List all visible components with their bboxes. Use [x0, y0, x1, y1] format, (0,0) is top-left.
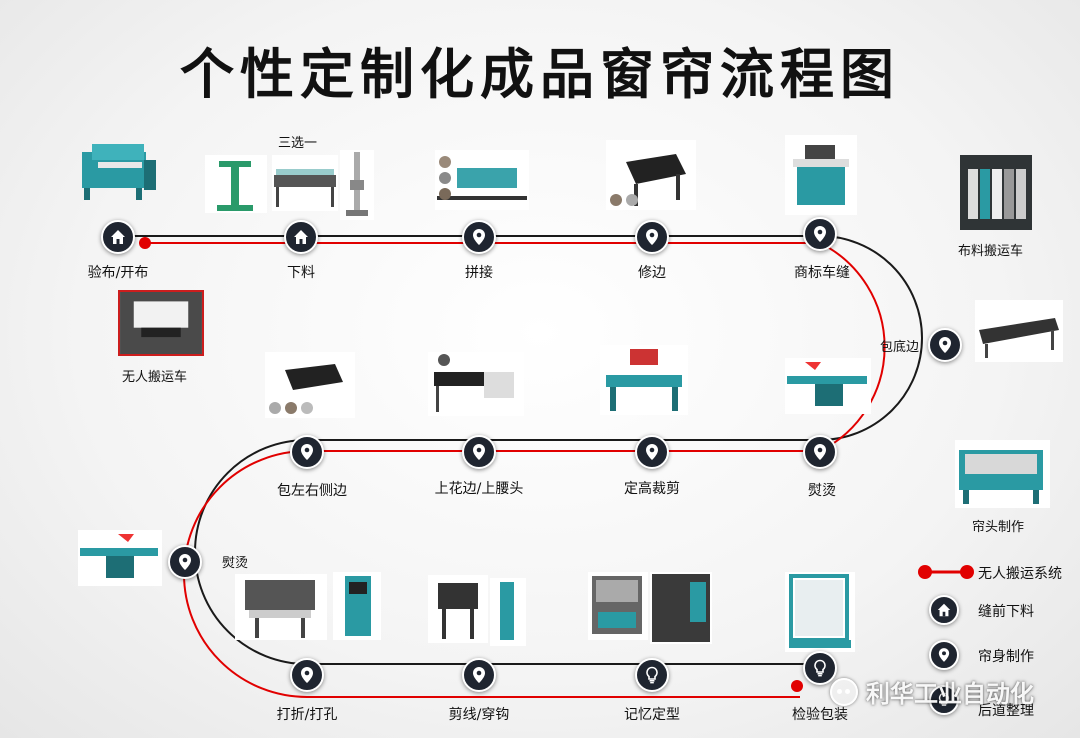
- lace-waist-machine-image: [428, 352, 524, 416]
- hook-machine-image: [490, 578, 526, 646]
- light-bulb-icon: [646, 666, 658, 684]
- punching-machine-image: [333, 572, 381, 640]
- node-inspection-packing[interactable]: [803, 651, 837, 685]
- step-label-hem-bottom: 包底边: [880, 340, 920, 355]
- agv-end-dot: [791, 680, 803, 692]
- node-memory-shaping[interactable]: [635, 658, 669, 692]
- inspection-packing-image: [785, 572, 855, 652]
- agv-label: 无人搬运车: [122, 370, 188, 385]
- light-bulb-icon: [814, 659, 826, 677]
- location-pin-icon: [814, 444, 826, 460]
- node-label-sewing[interactable]: [803, 217, 837, 251]
- splicing-machine-image: [435, 150, 529, 210]
- cloth-cart-image: [960, 155, 1032, 230]
- height-cutting-machine-image: [600, 345, 688, 415]
- legend-pre-sewing-label: 缝前下料: [978, 604, 1034, 620]
- watermark-text: 利华工业自动化: [866, 680, 1034, 708]
- home-icon: [111, 230, 125, 244]
- node-thread-trim[interactable]: [462, 658, 496, 692]
- location-pin-icon: [646, 444, 658, 460]
- curtain-head-label: 帘头制作: [972, 520, 1025, 535]
- ironing-table-right-image: [785, 358, 871, 414]
- agv-image: [118, 290, 204, 356]
- step-label-side-hem: 包左右侧边: [277, 483, 347, 499]
- location-pin-icon: [473, 229, 485, 245]
- step-label-inspection: 验布/开布: [87, 265, 149, 281]
- memory-shaping-machine-b-image: [650, 572, 712, 644]
- wechat-icon: [830, 677, 858, 706]
- ironing-table-left-image: [78, 530, 162, 586]
- home-icon: [294, 230, 308, 244]
- node-inspection[interactable]: [101, 220, 135, 254]
- vertical-cutter-image: [340, 150, 374, 220]
- node-pleating[interactable]: [290, 658, 324, 692]
- location-pin-icon: [179, 554, 191, 570]
- legend-agv-swatch: [918, 565, 974, 579]
- location-pin-icon: [646, 229, 658, 245]
- watermark: 利华工业自动化: [830, 674, 1034, 709]
- node-side-hem[interactable]: [290, 435, 324, 469]
- inspection-machine-image: [78, 140, 160, 202]
- legend-bulb-node: [929, 685, 959, 715]
- cutting-stand-image: [205, 155, 267, 213]
- legend-agv-label: 无人搬运系统: [978, 566, 1062, 582]
- pleating-machine-image: [235, 574, 327, 640]
- node-ironing-right[interactable]: [803, 435, 837, 469]
- cloth-cart-label: 布料搬运车: [958, 244, 1024, 259]
- location-pin-icon: [939, 337, 951, 353]
- location-pin-icon: [938, 648, 950, 662]
- location-pin-icon: [301, 667, 313, 683]
- step-label-splicing: 拼接: [465, 265, 493, 281]
- agv-line: [145, 242, 886, 698]
- legend-post-label: 后道整理: [978, 703, 1034, 719]
- step-label-height-cutting: 定高裁剪: [624, 481, 680, 497]
- node-edge-trim[interactable]: [635, 220, 669, 254]
- thread-trim-machine-image: [428, 575, 488, 643]
- step-label-memory-shaping: 记忆定型: [624, 707, 680, 723]
- location-pin-icon: [301, 444, 313, 460]
- step-label-lace-waist: 上花边/上腰头: [434, 481, 524, 497]
- three-choose-one-label: 三选一: [278, 136, 318, 151]
- light-bulb-icon: [938, 692, 950, 706]
- node-lace-waist[interactable]: [462, 435, 496, 469]
- step-label-pleating: 打折/打孔: [276, 707, 338, 723]
- home-icon: [937, 603, 951, 617]
- node-cutting[interactable]: [284, 220, 318, 254]
- location-pin-icon: [814, 226, 826, 242]
- node-splicing[interactable]: [462, 220, 496, 254]
- node-height-cutting[interactable]: [635, 435, 669, 469]
- legend-home-node: [929, 595, 959, 625]
- step-label-cutting: 下料: [287, 265, 315, 281]
- edge-trim-machine-image: [606, 140, 696, 210]
- node-ironing-left[interactable]: [168, 545, 202, 579]
- memory-shaping-machine-a-image: [588, 572, 648, 640]
- location-pin-icon: [473, 667, 485, 683]
- step-label-ironing-left: 熨烫: [222, 556, 249, 571]
- legend-pin-node: [929, 640, 959, 670]
- node-hem-bottom[interactable]: [928, 328, 962, 362]
- step-label-thread-trim: 剪线/穿钩: [448, 707, 510, 723]
- legend-body-label: 帘身制作: [978, 649, 1034, 665]
- label-sewing-machine-image: [785, 135, 857, 215]
- side-hem-machine-image: [265, 352, 355, 418]
- step-label-inspection-packing: 检验包装: [792, 707, 848, 723]
- hem-bottom-machine-image: [975, 300, 1063, 362]
- step-label-edge-trim: 修边: [638, 265, 666, 281]
- step-label-ironing-right: 熨烫: [808, 483, 836, 499]
- agv-start-dot: [139, 237, 151, 249]
- step-label-label-sewing: 商标车缝: [794, 265, 850, 281]
- curtain-head-machine-image: [955, 440, 1050, 508]
- location-pin-icon: [473, 444, 485, 460]
- page-title: 个性定制化成品窗帘流程图: [180, 43, 900, 106]
- cutting-table-image: [272, 155, 338, 211]
